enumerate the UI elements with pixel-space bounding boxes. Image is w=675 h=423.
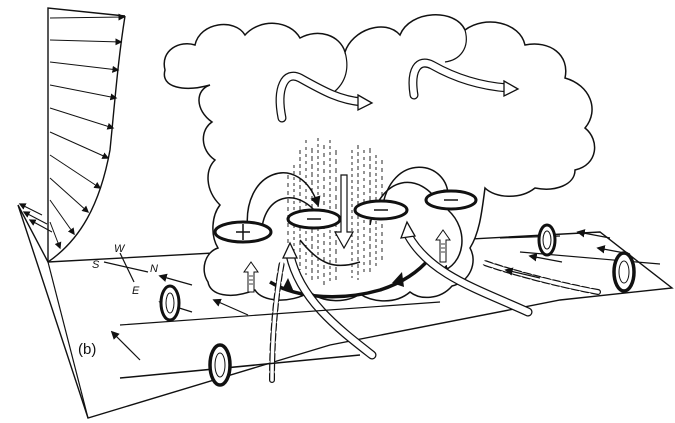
compass-east-label: E	[132, 285, 140, 297]
vortex-disc-center-right	[355, 201, 407, 219]
vortex-disc-center-left	[288, 210, 340, 228]
compass-rose: W N S E	[92, 243, 158, 297]
compass-north-label: N	[150, 263, 158, 275]
compass-south-label: S	[92, 259, 100, 271]
wind-profile-panel	[20, 8, 125, 262]
storm-cloud	[164, 15, 594, 301]
compass-west-label: W	[114, 243, 126, 255]
vortex-disc-right	[426, 191, 476, 209]
vortex-disc-left	[215, 222, 271, 242]
panel-label: (b)	[78, 341, 96, 358]
